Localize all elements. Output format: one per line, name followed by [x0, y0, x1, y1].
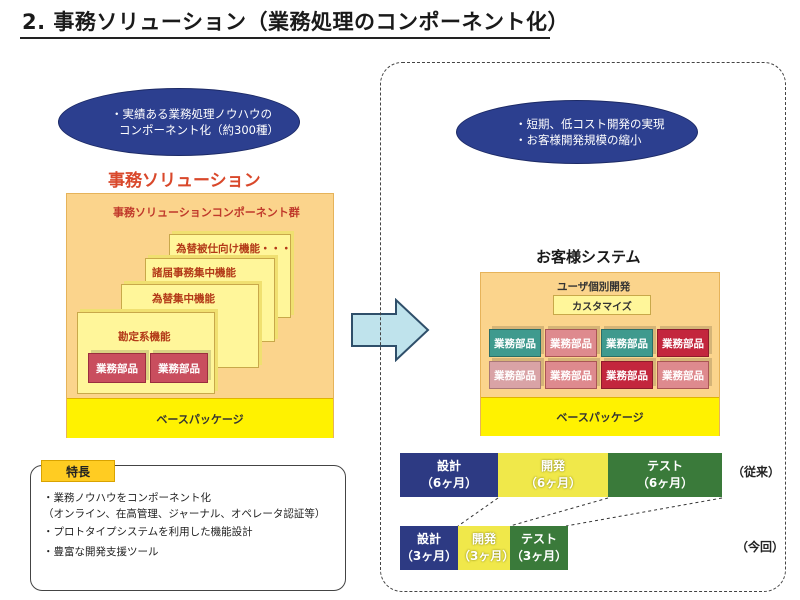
- customer-system-box: ユーザ個別開発 カスタマイズ 業務部品 業務部品 業務部品 業務部品 業務部品 …: [480, 272, 720, 436]
- current-design-block: 設計 （3ヶ月）: [400, 526, 458, 570]
- current-dev-block: 開発 （3ヶ月）: [458, 526, 515, 570]
- previous-note: （従来）: [732, 465, 781, 479]
- left-part-1: 業務部品: [88, 353, 146, 383]
- right-base-package: ベースパッケージ: [481, 397, 719, 436]
- features-box: 特長 ・業務ノウハウをコンポーネント化 （オンライン、在高管理、ジャーナル、オペ…: [30, 460, 346, 591]
- right-part-6: 業務部品: [545, 361, 597, 389]
- right-part-1: 業務部品: [489, 329, 541, 357]
- page-title: 2. 事務ソリューション（業務処理のコンポーネント化）: [22, 10, 569, 34]
- right-arrow-icon: [351, 298, 430, 362]
- right-part-4: 業務部品: [657, 329, 709, 357]
- previous-design-block: 設計 （6ヶ月）: [400, 453, 498, 497]
- card-accounting-label: 勘定系機能: [118, 331, 171, 343]
- right-heading: お客様システム: [536, 248, 641, 266]
- right-oval-line-2: ・お客様開発規模の縮小: [515, 133, 642, 147]
- left-part-2: 業務部品: [150, 353, 208, 383]
- left-base-package: ベースパッケージ: [67, 398, 333, 438]
- current-test-block: テスト （3ヶ月）: [510, 526, 568, 570]
- current-test-name: テスト: [520, 532, 557, 546]
- left-heading: 事務ソリューション: [108, 171, 261, 191]
- customize-box: カスタマイズ: [553, 295, 651, 315]
- previous-design-duration: （6ヶ月）: [420, 476, 478, 490]
- feature-line-2: （オンライン、在高管理、ジャーナル、オペレータ認証等）: [43, 508, 326, 520]
- schedule-connectors: [457, 497, 723, 527]
- right-part-2: 業務部品: [545, 329, 597, 357]
- feature-line-1: ・業務ノウハウをコンポーネント化: [43, 492, 211, 504]
- right-oval: ・短期、低コスト開発の実現 ・お客様開発規模の縮小: [456, 100, 698, 164]
- previous-test-block: テスト （6ヶ月）: [608, 453, 722, 497]
- right-oval-line-1: ・短期、低コスト開発の実現: [515, 117, 665, 131]
- left-group-label: 事務ソリューションコンポーネント群: [113, 206, 300, 219]
- user-dev-label: ユーザ個別開発: [557, 281, 631, 293]
- left-solution-box: 事務ソリューションコンポーネント群 為替被仕向け機能・・・ 諸届事務集中機能 為…: [66, 193, 334, 438]
- feature-line-4: ・豊富な開発支援ツール: [43, 546, 159, 558]
- previous-dev-name: 開発: [540, 459, 565, 473]
- previous-test-duration: （6ヶ月）: [636, 476, 694, 490]
- left-oval-line-1: ・実績ある業務処理ノウハウの: [111, 107, 272, 121]
- current-note: （今回）: [736, 540, 785, 554]
- card-exchange-receiving-label: 為替被仕向け機能・・・: [176, 243, 292, 255]
- title-underline: [20, 37, 550, 39]
- right-part-8: 業務部品: [657, 361, 709, 389]
- feature-line-3: ・プロトタイプシステムを利用した機能設計: [43, 526, 253, 538]
- customer-system-frame: [380, 62, 786, 592]
- previous-dev-duration: （6ヶ月）: [524, 476, 582, 490]
- card-notification-center-label: 諸届事務集中機能: [152, 267, 236, 279]
- card-accounting: 勘定系機能 業務部品 業務部品: [77, 312, 215, 394]
- card-exchange-center-label: 為替集中機能: [152, 293, 215, 305]
- right-part-7: 業務部品: [601, 361, 653, 389]
- features-tag: 特長: [41, 460, 115, 482]
- current-dev-duration: （3ヶ月）: [458, 549, 515, 563]
- previous-dev-block: 開発 （6ヶ月）: [498, 453, 608, 497]
- current-design-duration: （3ヶ月）: [400, 549, 458, 563]
- current-dev-name: 開発: [471, 532, 496, 546]
- right-part-5: 業務部品: [489, 361, 541, 389]
- customize-label: カスタマイズ: [572, 301, 632, 313]
- current-design-name: 設計: [416, 532, 441, 546]
- left-oval-line-2: コンポーネント化（約300種）: [119, 123, 279, 137]
- left-oval: ・実績ある業務処理ノウハウの コンポーネント化（約300種）: [58, 88, 300, 156]
- previous-test-name: テスト: [646, 459, 683, 473]
- previous-design-name: 設計: [436, 459, 461, 473]
- current-test-duration: （3ヶ月）: [510, 549, 568, 563]
- right-part-3: 業務部品: [601, 329, 653, 357]
